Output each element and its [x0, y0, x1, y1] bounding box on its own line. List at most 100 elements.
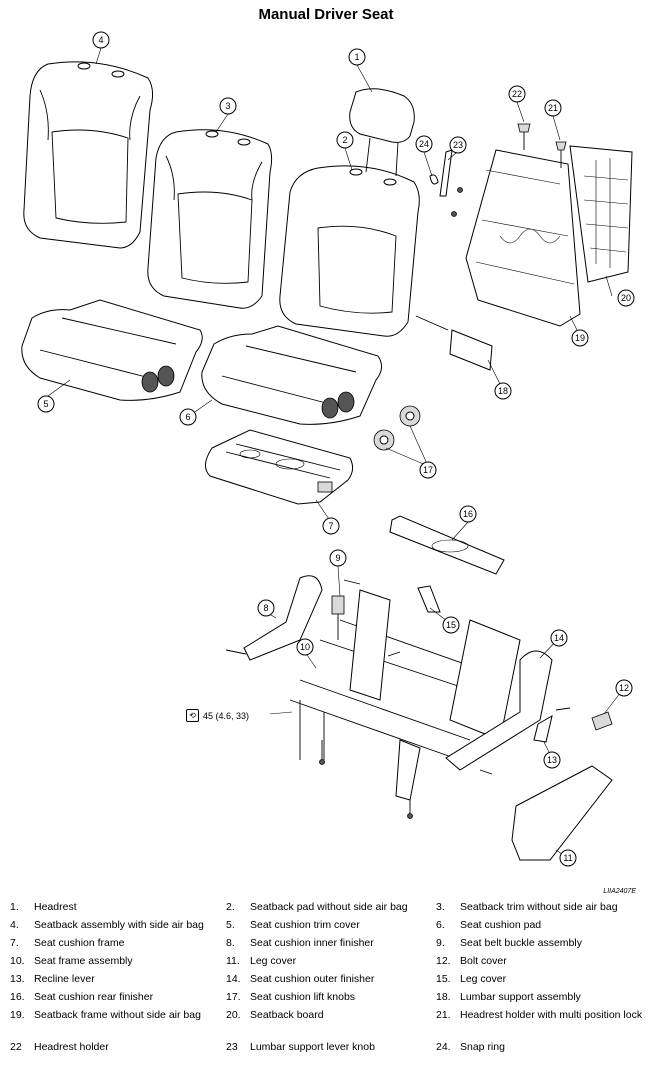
part-7-seat-cushion-frame — [205, 429, 354, 505]
svg-text:20: 20 — [621, 293, 631, 303]
callout-10: 10 — [296, 638, 314, 656]
svg-text:22: 22 — [512, 89, 522, 99]
legend-item: 17.Seat cushion lift knobs — [226, 991, 356, 1003]
legend-row: 19.Seatback frame without side air bag 2… — [0, 1009, 652, 1041]
part-5-seat-cushion-trim — [21, 299, 203, 401]
callout-23: 23 — [449, 136, 467, 154]
part-3-seatback-trim — [147, 129, 273, 309]
leader-lines — [47, 47, 625, 859]
exploded-seat-diagram: 1 2 3 4 5 6 7 8 9 10 11 12 13 14 15 16 1… — [21, 31, 635, 867]
svg-text:18: 18 — [498, 386, 508, 396]
callout-11: 11 — [559, 849, 577, 867]
svg-text:7: 7 — [328, 521, 333, 531]
legend-item: 11.Leg cover — [226, 955, 297, 967]
svg-text:13: 13 — [547, 755, 557, 765]
callout-12: 12 — [615, 679, 633, 697]
part-20-seatback-board — [569, 145, 633, 283]
svg-text:1: 1 — [354, 52, 359, 62]
callout-21: 21 — [544, 99, 562, 117]
callout-19: 19 — [571, 329, 589, 347]
legend-item: 10.Seat frame assembly — [10, 955, 133, 967]
legend-row: 4.Seatback assembly with side air bag 5.… — [0, 919, 652, 937]
part-11-leg-cover — [511, 765, 613, 861]
legend-row: 10.Seat frame assembly 11.Leg cover 12.B… — [0, 955, 652, 973]
svg-text:5: 5 — [43, 399, 48, 409]
legend-item: 20.Seatback board — [226, 1009, 324, 1021]
callout-17: 17 — [419, 461, 437, 479]
svg-text:19: 19 — [575, 333, 585, 343]
part-6-seat-cushion-pad — [201, 325, 382, 425]
reference-code: LIIA2407E — [603, 888, 636, 895]
legend-item: 6.Seat cushion pad — [436, 919, 542, 931]
legend-row: 7.Seat cushion frame 8.Seat cushion inne… — [0, 937, 652, 955]
legend-row: 16.Seat cushion rear finisher 17.Seat cu… — [0, 991, 652, 1009]
page-title: Manual Driver Seat — [258, 6, 394, 23]
legend-item: 18.Lumbar support assembly — [436, 991, 581, 1003]
part-1-headrest — [349, 88, 415, 177]
callout-4: 4 — [92, 31, 110, 49]
callout-15: 15 — [442, 616, 460, 634]
legend-item: 12.Bolt cover — [436, 955, 507, 967]
fastener-bolts — [225, 187, 571, 819]
part-18-lumbar-support — [415, 315, 493, 371]
parts-legend: 1.Headrest 2.Seatback pad without side a… — [0, 901, 652, 1059]
svg-text:2: 2 — [342, 135, 347, 145]
callout-8: 8 — [257, 599, 275, 617]
small-parts-21-24 — [429, 123, 567, 197]
callout-3: 3 — [219, 97, 237, 115]
torque-value: 45 (4.6, 33) — [203, 710, 250, 721]
legend-item: 3.Seatback trim without side air bag — [436, 901, 618, 913]
legend-item: 1.Headrest — [10, 901, 77, 913]
svg-text:16: 16 — [463, 509, 473, 519]
svg-text:11: 11 — [563, 853, 572, 863]
callout-18: 18 — [494, 382, 512, 400]
torque-spec: ⟲ 45 (4.6, 33) — [186, 709, 249, 722]
part-19-seatback-frame — [465, 149, 581, 327]
legend-row: 13.Recline lever 14.Seat cushion outer f… — [0, 973, 652, 991]
svg-text:23: 23 — [453, 140, 463, 150]
legend-item: 21.Headrest holder with multi position l… — [436, 1009, 643, 1021]
legend-item: 5.Seat cushion trim cover — [226, 919, 360, 931]
callout-24: 24 — [415, 135, 433, 153]
callout-5: 5 — [37, 395, 55, 413]
svg-text:4: 4 — [98, 35, 103, 45]
legend-item: 16.Seat cushion rear finisher — [10, 991, 154, 1003]
callout-16: 16 — [459, 505, 477, 523]
legend-item: 15.Leg cover — [436, 973, 507, 985]
svg-text:3: 3 — [225, 101, 230, 111]
part-4-seatback-assembly — [23, 61, 154, 249]
callout-6: 6 — [179, 408, 197, 426]
svg-text:24: 24 — [419, 139, 429, 149]
part-14-outer-finisher — [445, 650, 553, 771]
legend-item: 24.Snap ring — [436, 1041, 505, 1053]
legend-item: 19.Seatback frame without side air bag — [10, 1009, 201, 1021]
part-10-seat-frame-assembly — [289, 589, 521, 801]
legend-item: 7.Seat cushion frame — [10, 937, 125, 949]
legend-item: 8.Seat cushion inner finisher — [226, 937, 374, 949]
callout-22: 22 — [508, 85, 526, 103]
part-8-inner-finisher — [243, 575, 323, 661]
part-2-seatback-pad — [279, 165, 420, 337]
legend-item: 13.Recline lever — [10, 973, 95, 985]
callout-1: 1 — [348, 48, 366, 66]
svg-text:21: 21 — [548, 103, 558, 113]
svg-text:10: 10 — [300, 642, 310, 652]
part-13-recline-lever — [533, 714, 553, 743]
svg-text:6: 6 — [185, 412, 190, 422]
part-15-leg-cover — [417, 585, 441, 613]
callout-20: 20 — [617, 289, 635, 307]
legend-item: 2.Seatback pad without side air bag — [226, 901, 408, 913]
torque-wrench-icon: ⟲ — [186, 709, 199, 722]
legend-row: 1.Headrest 2.Seatback pad without side a… — [0, 901, 652, 919]
callout-2: 2 — [336, 131, 354, 149]
part-12-bolt-cover — [591, 711, 613, 731]
callout-14: 14 — [550, 629, 568, 647]
part-16-rear-finisher — [389, 515, 505, 575]
callout-7: 7 — [322, 517, 340, 535]
legend-item: 9.Seat belt buckle assembly — [436, 937, 582, 949]
part-9-buckle-assembly — [331, 595, 345, 640]
svg-text:8: 8 — [263, 603, 268, 613]
